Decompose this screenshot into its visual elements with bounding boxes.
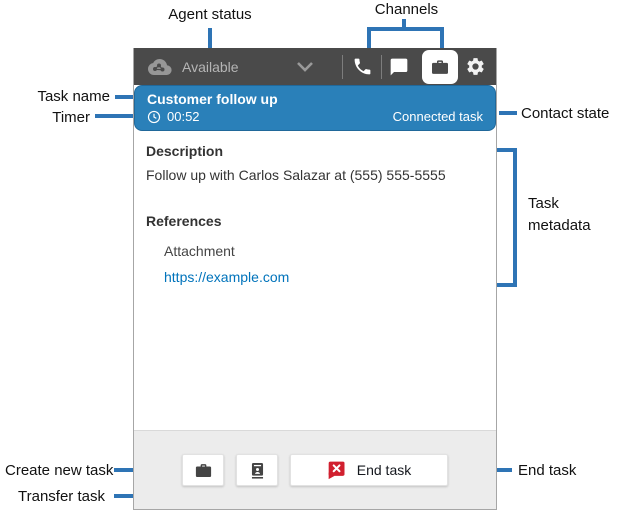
channels-callout-bracket [367, 27, 444, 48]
agent-status-value[interactable]: Available [182, 58, 239, 75]
status-dropdown-button[interactable] [290, 50, 320, 84]
chat-icon [389, 57, 409, 77]
task-name-label: Task name [37, 88, 110, 105]
end-task-x-icon [327, 460, 347, 480]
header-divider [342, 54, 343, 79]
task-timer: 00:52 [167, 109, 200, 124]
channels-label: Channels [374, 1, 439, 18]
timer-label: Timer [52, 109, 90, 126]
agent-status-label: Agent status [168, 6, 252, 23]
reference-link[interactable]: https://example.com [164, 269, 290, 285]
channel-task-tab[interactable] [422, 49, 458, 84]
transfer-task-label: Transfer task [18, 488, 105, 505]
timer-callout-line [95, 114, 133, 118]
briefcase-icon [194, 461, 213, 480]
agent-status-callout-line [208, 28, 212, 48]
header-divider-2 [381, 54, 382, 79]
end-task-label: End task [518, 462, 577, 479]
gear-icon [465, 56, 486, 77]
create-new-task-button[interactable] [182, 454, 224, 486]
end-task-button-label: End task [356, 462, 412, 478]
task-metadata-callout-bracket [497, 148, 517, 287]
clock-icon [147, 110, 161, 124]
create-new-task-label: Create new task [5, 462, 114, 479]
task-body: Description Follow up with Carlos Salaza… [134, 131, 496, 430]
description-heading: Description [146, 143, 224, 159]
channels-callout-stem [402, 19, 406, 27]
briefcase-icon [430, 57, 450, 77]
connect-logo-icon [146, 57, 172, 77]
task-name-callout-line [115, 95, 133, 99]
settings-button[interactable] [460, 50, 490, 84]
ccp-footer: End task [134, 430, 496, 509]
contact-state-value: Connected task [392, 109, 483, 124]
end-task-button[interactable]: End task [290, 454, 448, 486]
channel-chat-button[interactable] [384, 50, 414, 84]
task-name: Customer follow up [147, 91, 278, 107]
transfer-contact-icon [248, 461, 267, 480]
description-text: Follow up with Carlos Salazar at (555) 5… [146, 167, 446, 183]
contact-state-label: Contact state [521, 105, 610, 122]
transfer-task-button[interactable] [236, 454, 278, 486]
ccp-panel: Available [133, 48, 497, 510]
references-heading: References [146, 213, 222, 229]
contact-state-callout-line [499, 111, 517, 115]
attachment-label: Attachment [164, 243, 235, 259]
chevron-down-icon [296, 61, 314, 73]
task-card[interactable]: Customer follow up 00:52 Connected task [134, 85, 496, 131]
ccp-header: Available [134, 48, 496, 85]
task-metadata-label: Task metadata [528, 195, 591, 234]
phone-icon [352, 56, 373, 77]
channel-voice-button[interactable] [347, 50, 377, 84]
